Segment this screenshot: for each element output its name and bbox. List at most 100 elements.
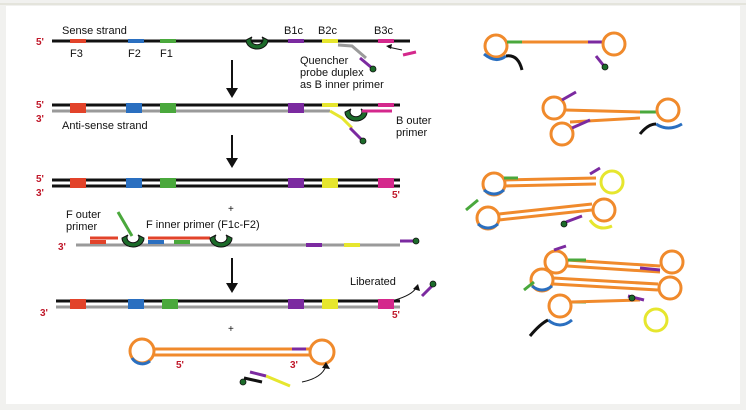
s3-yellow — [588, 219, 613, 230]
stage2-f1 — [160, 103, 176, 113]
s4-stem-b — [566, 264, 661, 274]
loop-five-prime: 5' — [176, 360, 184, 371]
s4-stem-c — [552, 276, 659, 286]
stage3-template-b1 — [306, 243, 322, 247]
stage3-b1 — [288, 178, 304, 188]
stage2-f2 — [126, 103, 142, 113]
s3-stem-d — [498, 208, 593, 222]
s1-loop-right — [601, 31, 627, 57]
s4-purple-a — [553, 244, 567, 252]
s4-blue-c — [531, 284, 553, 292]
s4-loop-d — [657, 275, 683, 301]
f-outer-label-2: primer — [66, 221, 98, 233]
s4-dot-e — [628, 294, 636, 302]
stage2-five-prime: 5' — [36, 100, 44, 111]
stage3-five-prime: 5' — [36, 174, 44, 185]
f-outer-enzyme — [121, 234, 145, 248]
liberated-label: Liberated — [350, 276, 396, 288]
s2-purple-top — [561, 90, 577, 102]
quencher-probe-purple — [359, 56, 373, 70]
quencher-label-2: probe duplex — [300, 67, 364, 79]
stage3-three-prime: 3' — [36, 188, 44, 199]
stage1-five-prime: 5' — [36, 37, 44, 48]
f-outer-label-1: F outer — [66, 209, 101, 221]
loop-three-prime: 3' — [290, 360, 298, 371]
s2-stem-a — [564, 108, 641, 114]
quencher-label-3: as B inner primer — [300, 79, 384, 91]
stage3-template-f1 — [174, 240, 190, 244]
polymerase-enzyme — [245, 36, 269, 50]
s3-dot — [560, 220, 568, 228]
s3-blue-c — [477, 222, 499, 230]
liberated-dot — [429, 280, 437, 288]
f1-region — [160, 39, 176, 43]
quencher-label-1: Quencher — [300, 55, 349, 67]
step-arrow-3 — [226, 258, 238, 293]
s2-loop-top — [541, 95, 567, 121]
b3-arrow-head — [386, 44, 392, 49]
b1c-region — [288, 39, 304, 43]
stage3-b3 — [378, 178, 394, 188]
s1-probe — [594, 55, 606, 67]
stage4-b3 — [378, 299, 394, 309]
s1-black-tail — [505, 54, 524, 71]
b1c-label: B1c — [284, 25, 303, 37]
stage3-template-f2 — [148, 240, 164, 244]
s3-blue-a — [483, 188, 505, 196]
stage4-f1 — [162, 299, 178, 309]
antisense-label: Anti-sense strand — [62, 120, 148, 132]
stage4-five-prime: 5' — [392, 310, 400, 321]
stage2-yellow-branch — [329, 109, 354, 130]
s3-stem-c — [498, 202, 593, 216]
b2c-label: B2c — [318, 25, 337, 37]
f2-region — [128, 39, 144, 43]
stage3-end-dot — [412, 237, 420, 245]
f-inner-enzyme — [209, 234, 233, 248]
s4-black-f — [528, 318, 549, 337]
stage3-f3 — [70, 178, 86, 188]
s2-loop-bottom — [549, 121, 575, 147]
stage3-f1 — [160, 178, 176, 188]
stage1-sense-strand: 5' Sense strand B1c B2c B3c F3 F2 F1 Que… — [36, 25, 417, 91]
s4-purple-b — [639, 266, 661, 272]
s2-blue — [655, 122, 683, 130]
stage4-b2 — [322, 299, 338, 309]
stage3-b2 — [322, 178, 338, 188]
stage4-three-prime: 3' — [40, 308, 48, 319]
s3-purple-a — [589, 166, 601, 176]
s3-green-c — [465, 198, 479, 212]
s4-blue-f — [547, 318, 573, 327]
stage2-quencher — [359, 137, 367, 145]
s4-stem-d — [552, 282, 659, 292]
loop-arrow-head — [322, 362, 330, 369]
stage2-b3 — [378, 103, 394, 107]
stage2-f3 — [70, 103, 86, 113]
s3-loop-b — [599, 169, 625, 195]
b2c-region — [322, 39, 338, 43]
b3c-label: B3c — [374, 25, 393, 37]
step-arrow-2 — [226, 135, 238, 168]
s4-green-c — [523, 280, 535, 292]
sense-strand-label: Sense strand — [62, 25, 127, 37]
stage3-right-five-prime: 5' — [392, 190, 400, 201]
stage3-f2 — [126, 178, 142, 188]
s1-loop-left — [483, 33, 509, 59]
loop-probe-yellow — [265, 374, 291, 388]
stage2-three-prime: 3' — [36, 114, 44, 125]
s4-stem-e — [570, 298, 641, 304]
loop-left-blue — [130, 357, 151, 366]
stage3-template-b2 — [344, 243, 360, 247]
stage4-f3 — [70, 299, 86, 309]
f-inner-label: F inner primer (F1c-F2) — [146, 219, 260, 231]
s4-loop-f — [643, 307, 669, 333]
right-structures — [465, 31, 685, 337]
stage3-template-three-prime: 3' — [58, 242, 66, 253]
f-outer-primer-green — [116, 211, 134, 237]
s3-stem-b — [504, 182, 597, 188]
loop-probe-purple — [249, 370, 267, 378]
s1-blue-arc — [483, 52, 507, 61]
stage2-b2 — [322, 103, 338, 107]
stage2-b1 — [288, 103, 304, 113]
liberated-probe — [420, 284, 434, 298]
stage4-b1 — [288, 299, 304, 309]
